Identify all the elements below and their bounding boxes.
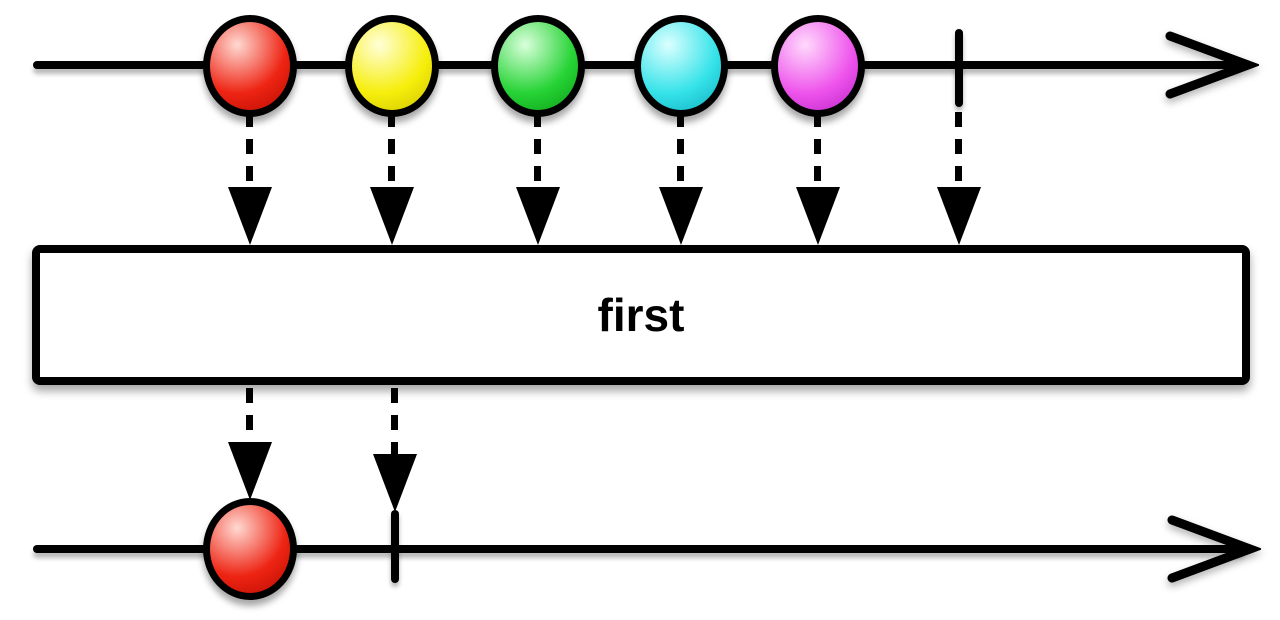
output-marble-red — [203, 498, 297, 600]
input-red-arrowhead-icon — [228, 187, 272, 245]
input-timeline-arrowhead-icon — [1165, 31, 1259, 99]
input-cyan-arrowhead-icon — [659, 187, 703, 245]
input-red-dashed-line — [246, 112, 253, 188]
input-marble-magenta — [771, 15, 865, 117]
input-cyan-dashed-line — [677, 112, 684, 188]
operator-label: first — [597, 289, 685, 341]
input-magenta-dashed-line — [814, 112, 821, 188]
input-complete-arrowhead-icon — [937, 187, 981, 245]
output-complete-dashed-line — [391, 388, 398, 454]
input-yellow-arrowhead-icon — [370, 187, 414, 245]
input-marble-yellow — [345, 15, 439, 117]
output-red-arrowhead-icon — [228, 442, 272, 500]
input-complete-tick — [955, 29, 963, 107]
input-marble-cyan — [634, 15, 728, 117]
input-marble-green — [491, 15, 585, 117]
input-green-dashed-line — [534, 112, 541, 188]
output-timeline-line — [33, 545, 1244, 553]
output-complete-tick — [391, 510, 399, 583]
output-timeline-arrowhead-icon — [1167, 515, 1261, 583]
input-yellow-dashed-line — [388, 112, 395, 188]
input-green-arrowhead-icon — [516, 187, 560, 245]
input-magenta-arrowhead-icon — [796, 187, 840, 245]
output-complete-arrowhead-icon — [373, 454, 417, 512]
operator-box: first — [32, 245, 1250, 385]
input-marble-red — [203, 15, 297, 117]
output-red-dashed-line — [246, 388, 253, 442]
input-complete-dashed-line — [955, 112, 962, 188]
